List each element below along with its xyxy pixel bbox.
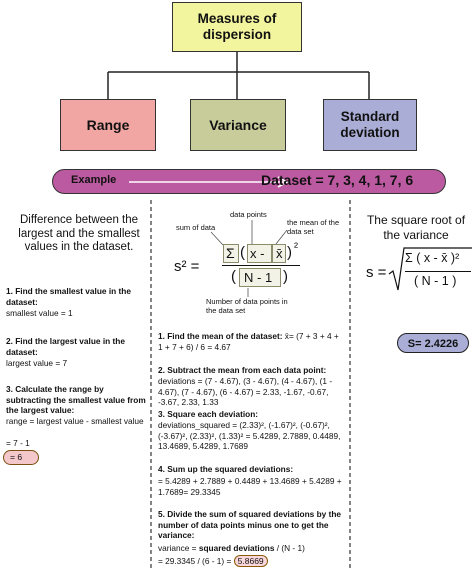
variance-step1: 1. Find the mean of the dataset: x̄= (7 … [158, 331, 339, 352]
example-label: Example [71, 174, 117, 186]
formula-paren-close: ) [287, 244, 292, 261]
formula-den-close: ) [283, 268, 288, 285]
std-formula-lhs: s = [366, 264, 387, 281]
range-step3-text2: = 7 - 1 [6, 438, 30, 448]
range-box: Range [60, 99, 156, 151]
variance-step4-text: = 5.4289 + 2.7889 + 0.4489 + 13.4689 + 5… [158, 476, 342, 497]
std-formula-den: ( N - 1 ) [414, 274, 457, 288]
label-sum-of-data: sum of data [176, 223, 216, 232]
std-fraction-bar [405, 271, 471, 272]
variance-step4-title: 4. Sum up the squared deviations: [158, 464, 294, 474]
std-result: S= 2.4226 [397, 333, 469, 353]
title-text: Measures of dispersion [197, 11, 277, 42]
formula-x-box: x - [247, 244, 272, 263]
formula-den-open: ( [231, 268, 236, 285]
example-banner: Example Dataset = 7, 3, 4, 1, 7, 6 [52, 169, 446, 194]
formula-den: N - 1 [244, 270, 273, 285]
formula-sigma-box: Σ [223, 244, 239, 263]
std-box: Standard deviation [323, 99, 417, 151]
std-label: Standard deviation [340, 109, 400, 140]
range-result: = 6 [3, 450, 39, 465]
formula-paren-open: ( [240, 244, 245, 261]
formula-xbar-box: x̄ [272, 244, 286, 263]
variance-box: Variance [190, 99, 286, 151]
variance-step3-title: 3. Square each deviation: [158, 409, 259, 419]
range-definition: Difference between the largest and the s… [18, 214, 140, 253]
variance-step2-title: 2. Subtract the mean from each data poin… [158, 365, 327, 375]
label-number-of-points: Number of data points in the data set [206, 297, 288, 315]
variance-result: 5.8669 [233, 555, 268, 567]
variance-step5-calc: = 29.3345 / (6 - 1) = 5.8669 [158, 555, 348, 567]
variance-label: Variance [209, 117, 267, 133]
variance-step2-text: deviations = (7 - 4.67), (3 - 4.67), (4 … [158, 376, 333, 408]
arrow-right-icon [129, 176, 289, 188]
formula-x: x - [250, 246, 265, 261]
variance-step3-text: deviations_squared = (2.33)², (-1.67)², … [158, 420, 341, 452]
variance-step5-title: 5. Divide the sum of squared deviations … [158, 509, 342, 541]
range-step2-title: 2. Find the largest value in the dataset… [6, 336, 125, 357]
formula-fraction-bar [222, 265, 300, 266]
range-result-text: = 6 [10, 452, 23, 462]
title-box: Measures of dispersion [172, 2, 302, 52]
range-label: Range [86, 117, 130, 133]
std-formula-num: Σ ( x - x̄ )² [405, 251, 460, 265]
label-data-points: data points [230, 210, 267, 219]
dataset-label: Dataset = 7, 3, 4, 1, 7, 6 [261, 172, 414, 188]
formula-xbar: x̄ [276, 246, 283, 261]
sqrt-icon [388, 247, 472, 291]
variance-step5-formula: variance = squared deviations / (N - 1) [158, 543, 305, 553]
formula-den-box: N - 1 [239, 268, 281, 287]
std-result-text: S= 2.4226 [407, 338, 459, 350]
range-step3-title: 3. Calculate the range by subtracting th… [6, 384, 146, 416]
formula-square: ² [294, 240, 298, 254]
variance-formula-lhs: s² = [174, 258, 200, 275]
range-step1-text: smallest value = 1 [6, 308, 73, 318]
range-step3-text1: range = largest value - smallest value [6, 416, 144, 426]
std-definition: The square root of the variance [366, 213, 466, 242]
range-step2-text: largest value = 7 [6, 358, 68, 368]
range-step1-title: 1. Find the smallest value in the datase… [6, 286, 131, 307]
label-mean: the mean of the data set [287, 218, 340, 236]
formula-sigma: Σ [226, 245, 235, 261]
